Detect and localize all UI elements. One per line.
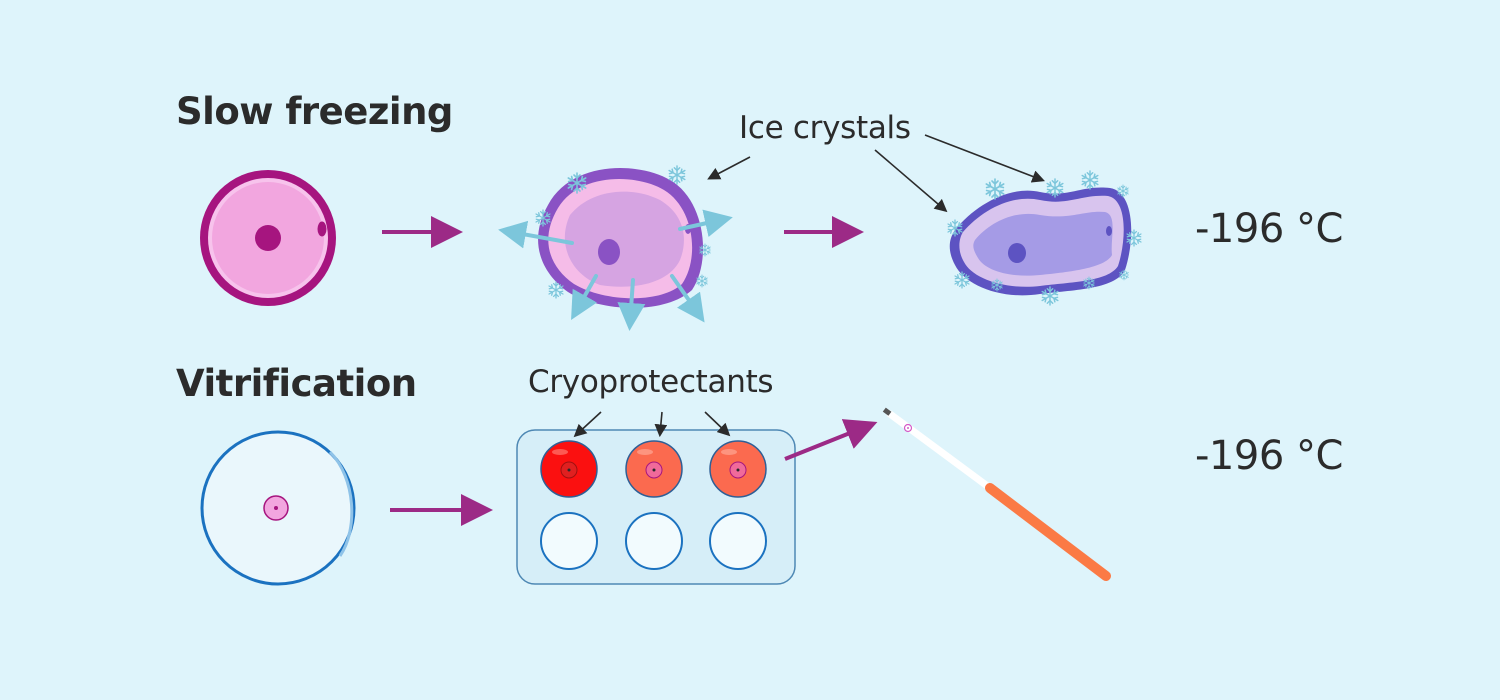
ice-crystals-pointers — [707, 134, 1045, 213]
vitrification-straw — [882, 407, 1111, 581]
arrow-vitrification-2 — [784, 419, 878, 461]
temperature-slow-freezing: -196 °C — [1195, 206, 1343, 252]
slow-oocyte-frozen — [949, 187, 1132, 296]
row-title-vitrification: Vitrification — [176, 362, 417, 405]
annotation-ice-crystals: Ice crystals — [739, 110, 911, 146]
slow-oocyte-initial — [200, 170, 336, 306]
temperature-vitrification: -196 °C — [1195, 433, 1343, 479]
vitrification-oocyte-initial — [200, 430, 356, 586]
slow-oocyte-dehydrating — [538, 168, 704, 308]
annotation-cryoprotectants: Cryoprotectants — [528, 364, 774, 400]
cryoprotectants-pointers — [573, 411, 731, 438]
water-loss-arrows — [498, 209, 733, 331]
row-title-slow-freezing: Slow freezing — [176, 90, 453, 133]
cryoprotectant-plate — [516, 429, 796, 585]
